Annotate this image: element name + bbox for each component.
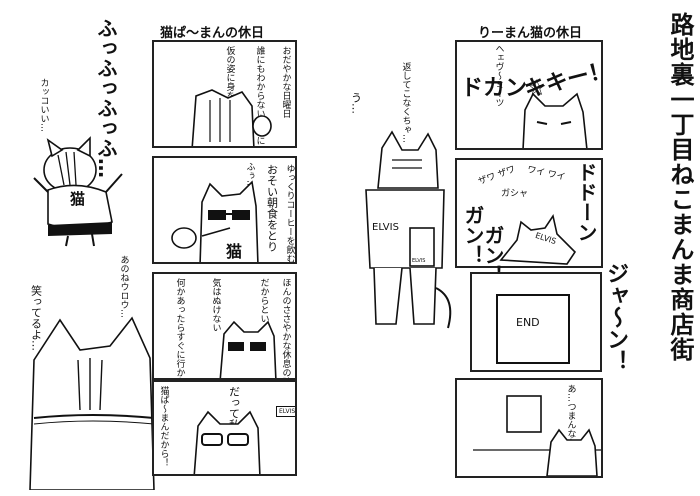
panel4-caption-a: 猫ぱ〜まんだから！ bbox=[158, 386, 169, 467]
crowd-sfx-a: ザワ ザワ bbox=[476, 164, 517, 188]
series-title: 路地裏一丁目ねこまんま商店街 bbox=[666, 12, 694, 362]
laugh-sfx: ふっふっふっふ… bbox=[94, 18, 118, 178]
panel3-caption-c: 気はぬけない bbox=[210, 278, 221, 332]
crash-small-sfx: ガシャ bbox=[501, 189, 529, 199]
left-panel-1: おだやかな日曜日 誰にもわからないように 仮の姿に身を包み… bbox=[152, 40, 297, 148]
cat-sunglasses-coffee-illustration bbox=[171, 180, 259, 262]
panel4-book-label: ELVIS bbox=[276, 406, 295, 417]
cat-drinking-illustration bbox=[191, 89, 272, 146]
elvis-shirt: ELVIS bbox=[372, 222, 399, 233]
cat-posing-illustration bbox=[193, 410, 261, 474]
whisper-text: あのねウロウ… bbox=[118, 255, 129, 318]
right-panel-1: キキー！ ドカン☆ ヘェヴ〜ミーツ bbox=[455, 40, 603, 150]
crowd-sfx-b: ワイ ワイ bbox=[526, 165, 567, 183]
ta-da-sfx: ジャ〜ン！ bbox=[603, 262, 629, 372]
standing-cat-illustration bbox=[365, 130, 452, 329]
panel3-caption-d: 何かあったらすぐに行かなければならない… bbox=[174, 278, 185, 380]
cat-lying-illustration bbox=[499, 213, 577, 265]
right-panel-4: あ…つまんなかった bbox=[455, 378, 603, 478]
panel3-caption-b: だからといって bbox=[258, 278, 269, 341]
cat-watching-tv-illustration bbox=[522, 92, 588, 148]
panel2-caption-a: ふぅ… bbox=[244, 162, 255, 189]
left-panel-4: 猫ぱ〜まんだから！ だって私は ELVIS bbox=[152, 380, 297, 476]
left-panel-2: ゆっくりコーヒーを飲む… おそい朝食をとり ふぅ… 猫 bbox=[152, 156, 297, 264]
panel1-caption-c: 仮の姿に身を包み… bbox=[224, 46, 235, 127]
cool-text: カッコいい… bbox=[38, 78, 49, 132]
flexing-cat-illustration bbox=[33, 136, 123, 247]
panel2-caption-c: ゆっくりコーヒーを飲む… bbox=[284, 164, 295, 264]
panel2-caption-b: おそい朝食をとり bbox=[265, 164, 279, 252]
return-text: 返してこなくちゃ… bbox=[400, 62, 411, 143]
left-page-title: 猫ぱ〜まんの休日 bbox=[160, 26, 265, 41]
flexing-cat-shirt: 猫 bbox=[70, 190, 86, 208]
tv-screen: END bbox=[496, 294, 570, 364]
elvis-book: ELVIS bbox=[412, 258, 426, 264]
tv-sound-text: ヘェヴ〜ミーツ bbox=[493, 44, 504, 107]
right-page-title: りーまん猫の休日 bbox=[478, 26, 583, 41]
left-panel-3: ほんのささやかな休息の時… だからといって 気はぬけない 何かあったらすぐに行か… bbox=[152, 272, 297, 380]
cat-with-tv-illustration bbox=[473, 395, 601, 476]
panel1-caption-a: おだやかな日曜日 bbox=[280, 46, 291, 118]
laughing-text: 笑ってるよ… bbox=[29, 285, 43, 351]
boring-caption: あ…つまんなかった bbox=[565, 384, 576, 465]
panel1-caption-b: 誰にもわからないように bbox=[254, 46, 265, 145]
end-screen-text: END bbox=[516, 316, 540, 329]
boom-sfx: ドドーン bbox=[574, 162, 598, 242]
cat-sunglasses-illustration bbox=[219, 320, 277, 378]
right-panel-2: ドドーン ザワ ザワ ワイ ワイ ガシャ ELVIS bbox=[455, 158, 603, 268]
right-panel-3: END bbox=[470, 272, 602, 372]
panel3-caption-a: ほんのささやかな休息の時… bbox=[280, 278, 291, 380]
ugh-text: う… bbox=[349, 92, 363, 114]
cat-back-illustration bbox=[29, 316, 155, 490]
bang-sfx-1: ガン！ bbox=[461, 205, 485, 265]
panel2-shirt-label: 猫 bbox=[226, 242, 243, 261]
